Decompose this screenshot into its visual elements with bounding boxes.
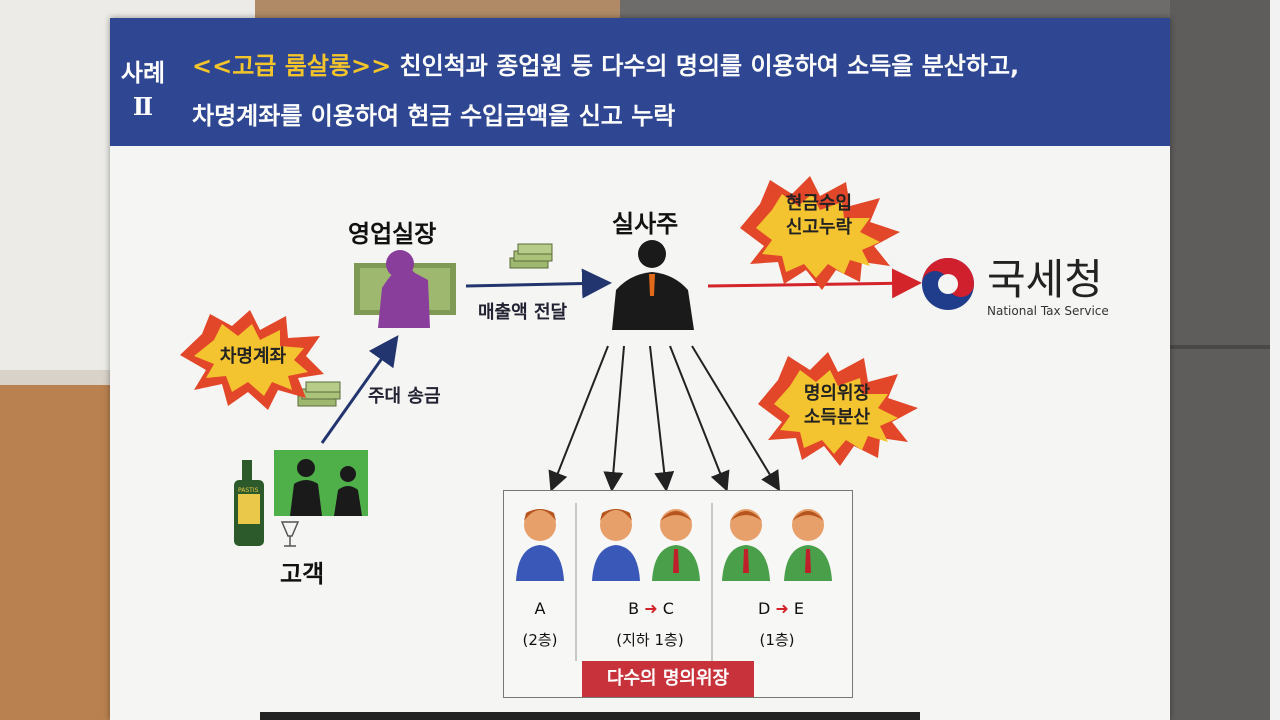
d-to-e-arrow: ➜ [775,599,789,618]
nts-english: National Tax Service [987,304,1109,318]
diagram-canvas: PASTIS [180,176,974,547]
nts-name: 국세청 [987,255,1103,304]
floor-bc: (지하 1층) [616,631,684,649]
bottle-label: PASTIS [238,487,259,494]
customer-label: 고객 [280,560,325,588]
burst-name-disguise-inner [774,370,898,454]
remit-label: 주대 송금 [368,386,441,407]
arrow-to-e [691,345,781,492]
title-line-1-rest: 친인척과 종업원 등 다수의 명의를 이용하여 소득을 분산하고, [391,52,1020,80]
burst-cash-unreported-inner [756,194,880,278]
background-wood [0,385,120,720]
burst-name-line2: 소득분산 [803,407,871,428]
floor-de: (1층) [759,631,795,649]
transfer-label: 매출액 전달 [478,302,568,323]
person-a-label: A [534,599,546,618]
name-disguise-tag: 다수의 명의위장 [582,661,754,697]
persons-bc-label: B ➜ C [606,599,696,618]
persons-canvas [516,503,832,661]
case-label: 사례 Ⅱ [118,56,168,124]
sales-manager-icon [354,250,456,328]
floor-a: (2층) [522,631,558,649]
arrow-to-nts [707,268,922,299]
presentation-board: 사례 Ⅱ <<고급 룸살롱>> 친인척과 종업원 등 다수의 명의를 이용하여 … [110,18,1170,720]
case-label-word: 사례 [120,58,166,87]
arrow-to-d [669,345,730,492]
person-d-icon [722,509,770,581]
burst-borrowed-account-inner [194,324,308,396]
case-label-number: Ⅱ [132,92,154,121]
title-line-1: <<고급 룸살롱>> 친인척과 종업원 등 다수의 명의를 이용하여 소득을 분… [192,46,1019,81]
person-b-icon [592,509,640,581]
nts-logo-icon [922,258,974,310]
board-header: 사례 Ⅱ <<고급 룸살롱>> 친인척과 종업원 등 다수의 명의를 이용하여 … [110,18,1170,146]
background-edge [1270,0,1280,720]
burst-cash-line1: 현금수입 [785,193,853,214]
arrow-to-manager [320,335,399,444]
burst-name-disguise-text: 명의위장 소득분산 [792,382,882,430]
burst-cash-line2: 신고누락 [785,217,853,238]
persons-de-label: D ➜ E [736,599,826,618]
title-line-2: 차명계좌를 이용하여 현금 수입금액을 신고 누락 [192,102,676,130]
sales-manager-label: 영업실장 [348,220,437,248]
glass-icon [280,521,300,547]
bar-scene-icon [274,450,368,516]
burst-name-line1: 명의위장 [803,383,871,404]
bottle-icon [234,460,264,546]
person-b-label: B [628,599,640,618]
real-owner-icon [612,240,694,330]
person-c-label: C [662,599,674,618]
b-to-c-arrow: ➜ [644,599,658,618]
title-highlight: <<고급 룸살롱>> [192,52,392,80]
burst-borrowed-account-text: 차명계좌 [219,346,287,367]
burst-cash-unreported-text: 현금수입 신고누락 [774,192,864,240]
background-wall-seam [1170,345,1280,349]
bottom-bar [260,712,920,720]
person-e-label: E [793,599,805,618]
background-wall-panel [1170,0,1280,720]
real-owner-label: 실사주 [612,210,679,238]
arrow-to-owner [465,268,612,299]
arrow-to-b [603,345,625,492]
person-d-label: D [757,599,771,618]
arrow-to-a [548,345,609,492]
person-e-icon [784,509,832,581]
person-c-icon [652,509,700,581]
person-a-icon [516,509,564,581]
money-icon [509,243,553,269]
arrow-to-c [649,345,675,492]
